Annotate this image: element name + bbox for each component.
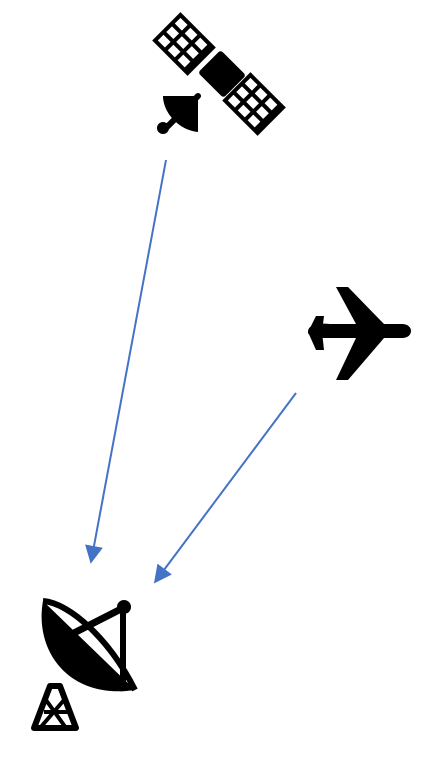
- airplane-icon: [308, 287, 411, 380]
- satellite-dish-icon: [31, 598, 138, 731]
- arrow-satellite-to-dish: [85, 159, 167, 564]
- arrow-airplane-to-dish: [153, 392, 297, 584]
- satellite-icon: [152, 12, 286, 136]
